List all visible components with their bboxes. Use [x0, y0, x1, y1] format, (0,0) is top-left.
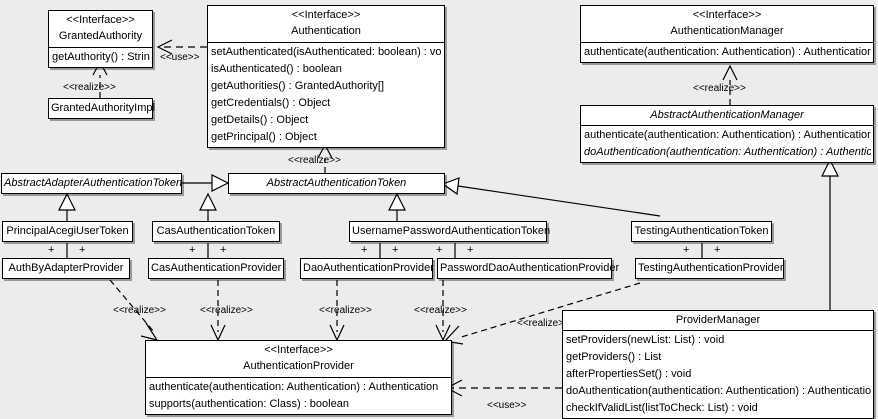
multiplicity-upat-2: + [392, 244, 399, 256]
label-realize-casauthenticationprovider: <<realize>> [200, 305, 253, 316]
class-authentication-provider[interactable]: <<Interface>> AuthenticationProvider aut… [145, 340, 452, 415]
class-name: DaoAuthenticationProvider [303, 262, 434, 274]
operation-getauthorities: getAuthorities() : GrantedAuthority[] [211, 80, 385, 92]
class-name: UsernamePasswordAuthenticationToken [352, 225, 551, 237]
multiplicity-cas-right: + [220, 244, 227, 256]
class-testing-authentication-provider[interactable]: TestingAuthenticationProvider [635, 258, 784, 279]
stereotype-label: <<Interface>> [692, 9, 762, 21]
class-name: Authentication [291, 25, 361, 37]
operation-setauthenticated: setAuthenticated(isAuthenticated: boolea… [211, 46, 442, 58]
class-name: AbstractAuthenticationManager [650, 109, 804, 121]
edge-generalization-abstractadapter-abstractauthenticationtoken [182, 174, 230, 192]
edge-use-providermanager-authenticationprovider [445, 379, 562, 397]
operation-afterpropertiesset: afterPropertiesSet() : void [566, 368, 692, 380]
class-username-password-authentication-token[interactable]: UsernamePasswordAuthenticationToken [349, 221, 551, 242]
multiplicity-cas-left: + [189, 244, 196, 256]
class-name: PasswordDaoAuthenticationProvider [440, 262, 620, 274]
edge-generalization-casauthenticationtoken-abstractauthenticationtoken [199, 192, 217, 221]
class-abstract-adapter-authentication-token[interactable]: AbstractAdapterAuthenticationToken [1, 173, 182, 194]
stereotype-label: <<Interface>> [66, 14, 135, 26]
multiplicity-upat-4: + [467, 244, 474, 256]
label-realize-abstractauthenticationmanager: <<realize>> [693, 83, 746, 94]
edge-generalization-providermanager-abstractauthenticationmanager [821, 158, 839, 310]
class-granted-authority[interactable]: <<Interface>> GrantedAuthority getAuthor… [48, 10, 153, 68]
multiplicity-upat-1: + [361, 244, 368, 256]
class-provider-manager[interactable]: ProviderManager setProviders(newList: Li… [562, 310, 874, 419]
class-name: AbstractAdapterAuthenticationToken [4, 177, 183, 189]
stereotype-label: <<Interface>> [291, 9, 361, 21]
label-realize-abstractauthenticationtoken: <<realize>> [288, 155, 341, 166]
operations-compartment: setProviders(newList: List) : void getPr… [563, 330, 873, 418]
operations-compartment: getAuthority() : String [49, 47, 152, 67]
label-realize-daoauthenticationprovider: <<realize>> [319, 305, 372, 316]
class-cas-authentication-token[interactable]: CasAuthenticationToken [152, 221, 280, 242]
operations-compartment: authenticate(authentication: Authenticat… [146, 377, 451, 414]
operation-getauthority: getAuthority() : String [52, 51, 150, 63]
multiplicity-testing-right: + [714, 244, 721, 256]
class-abstract-authentication-manager[interactable]: AbstractAuthenticationManager authentica… [580, 105, 874, 163]
class-name: AuthByAdapterProvider [8, 262, 124, 274]
class-name: TestingAuthenticationProvider [638, 262, 784, 274]
class-cas-authentication-provider[interactable]: CasAuthenticationProvider [148, 258, 284, 279]
operations-compartment: authenticate(authentication: Authenticat… [581, 42, 873, 62]
class-name: ProviderManager [675, 314, 761, 326]
class-authentication[interactable]: <<Interface>> Authentication setAuthenti… [207, 5, 445, 148]
operation-checkifvalidlist: checkIfValidList(listToCheck: List) : vo… [566, 402, 758, 414]
edge-generalization-usernamepasswordtoken-abstractauthenticationtoken [388, 192, 406, 221]
class-dao-authentication-provider[interactable]: DaoAuthenticationProvider [300, 258, 434, 279]
label-realize-authbyadapterprovider: <<realize>> [113, 305, 166, 316]
operation-setproviders: setProviders(newList: List) : void [566, 334, 725, 346]
operation-getprincipal: getPrincipal() : Object [211, 131, 317, 143]
multiplicity-principalacegi-left: + [48, 244, 55, 256]
stereotype-label: <<Interface>> [264, 344, 333, 356]
class-name: CasAuthenticationToken [156, 225, 276, 237]
edge-generalization-testingauthenticationtoken-abstractauthenticationtoken [441, 177, 661, 217]
class-name: AuthenticationProvider [243, 360, 354, 372]
operation-supports: supports(authentication: Class) : boolea… [149, 398, 349, 410]
class-granted-authority-impl[interactable]: GrantedAuthorityImpl [48, 98, 155, 119]
label-use-authentication-grantedauthority: <<use>> [160, 52, 200, 63]
operations-compartment: authenticate(authentication: Authenticat… [581, 125, 873, 162]
multiplicity-principalacegi-right: + [79, 244, 86, 256]
class-name: TestingAuthenticationToken [634, 225, 769, 237]
operation-doauthentication: doAuthentication(authentication: Authent… [566, 385, 871, 397]
class-password-dao-authentication-provider[interactable]: PasswordDaoAuthenticationProvider [437, 258, 620, 279]
operation-getdetails: getDetails() : Object [211, 114, 309, 126]
operations-compartment: setAuthenticated(isAuthenticated: boolea… [208, 42, 444, 147]
label-realize-passworddaoauthenticationprovider: <<realize>> [414, 305, 467, 316]
class-header: <<Interface>> Authentication [208, 6, 444, 42]
class-name: GrantedAuthorityImpl [51, 102, 155, 114]
multiplicity-testing-left: + [683, 244, 690, 256]
operation-authenticate: authenticate(authentication: Authenticat… [584, 46, 871, 58]
class-header: <<Interface>> GrantedAuthority [49, 11, 152, 47]
label-use-providermanager-authenticationprovider: <<use>> [487, 400, 527, 411]
operation-authenticate: authenticate(authentication: Authenticat… [584, 129, 871, 141]
class-name: GrantedAuthority [58, 30, 143, 42]
edge-generalization-principalacegiusertoken-abstractadapter [58, 192, 76, 221]
class-name: AbstractAuthenticationToken [266, 177, 407, 189]
class-name: PrincipalAcegiUserToken [6, 225, 129, 237]
class-auth-by-adapter-provider[interactable]: AuthByAdapterProvider [2, 258, 130, 279]
operation-isauthenticated: isAuthenticated() : boolean [211, 63, 342, 75]
class-authentication-manager[interactable]: <<Interface>> AuthenticationManager auth… [580, 5, 874, 63]
class-principal-acegi-user-token[interactable]: PrincipalAcegiUserToken [2, 221, 133, 242]
label-realize-grantedauthorityimpl: <<realize>> [63, 82, 116, 93]
operation-getcredentials: getCredentials() : Object [211, 97, 331, 109]
operation-getproviders: getProviders() : List [566, 351, 662, 363]
class-header: <<Interface>> AuthenticationProvider [146, 341, 451, 377]
operation-authenticate: authenticate(authentication: Authenticat… [149, 381, 439, 393]
class-name: AuthenticationManager [670, 25, 784, 37]
class-abstract-authentication-token[interactable]: AbstractAuthenticationToken [228, 173, 445, 194]
operation-doauthentication: doAuthentication(authentication: Authent… [584, 146, 871, 158]
class-header: <<Interface>> AuthenticationManager [581, 6, 873, 42]
multiplicity-upat-3: + [436, 244, 443, 256]
class-testing-authentication-token[interactable]: TestingAuthenticationToken [631, 221, 772, 242]
class-name: CasAuthenticationProvider [151, 262, 282, 274]
